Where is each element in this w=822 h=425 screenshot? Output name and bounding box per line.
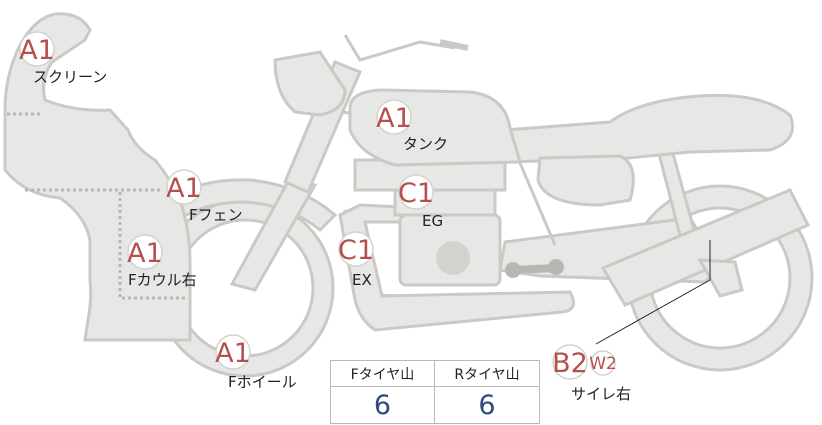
marker-screen: A1 スクリーン: [19, 31, 107, 86]
marker-exhaust: C1 EX: [338, 231, 374, 289]
grade-code: A1: [127, 238, 163, 269]
exhaust-pipe: [338, 203, 576, 332]
part-label: スクリーン: [33, 68, 107, 86]
marker-silencer-right: B2 W2 サイレ右: [552, 344, 631, 403]
front-tire-value: 6: [331, 387, 435, 423]
part-label: EG: [422, 212, 443, 230]
grade-code: A1: [376, 103, 412, 134]
grade-code: B2: [552, 348, 588, 379]
marker-front-fender: A1 Fフェン: [166, 169, 243, 224]
marker-engine: C1 EG: [398, 174, 443, 230]
part-label: EX: [352, 271, 372, 289]
marker-tank: A1 タンク: [376, 99, 448, 153]
front-tire-header: Fタイヤ山: [331, 361, 435, 387]
grade-code: A1: [215, 338, 251, 369]
cowl-right-zone: [118, 192, 188, 300]
part-label: Fホイール: [228, 373, 297, 391]
tire-tread-table: Fタイヤ山 Rタイヤ山 6 6: [330, 360, 540, 424]
silencer-leader: [595, 240, 711, 345]
grade-code: C1: [398, 178, 434, 209]
side-cover: [536, 154, 635, 207]
handlebar: [343, 34, 456, 62]
marker-front-cowl-right: A1 Fカウル右: [127, 234, 197, 289]
handlebar-end: [439, 39, 469, 51]
rear-tire-header: Rタイヤ山: [435, 361, 539, 387]
part-label: Fカウル右: [128, 271, 197, 289]
grade-code: C1: [338, 235, 374, 266]
seat: [503, 93, 794, 164]
rear-tire-value: 6: [478, 389, 496, 421]
part-label: Fフェン: [189, 206, 243, 224]
part-label: タンク: [403, 135, 448, 153]
part-label: サイレ右: [571, 385, 631, 403]
grade-extra: W2: [589, 354, 617, 374]
marker-front-wheel: A1 Fホイール: [215, 334, 297, 391]
headlight: [273, 50, 347, 117]
grade-code: A1: [19, 35, 55, 66]
silencer: [600, 188, 811, 307]
grade-code: A1: [166, 173, 202, 204]
footpeg: [505, 259, 564, 278]
